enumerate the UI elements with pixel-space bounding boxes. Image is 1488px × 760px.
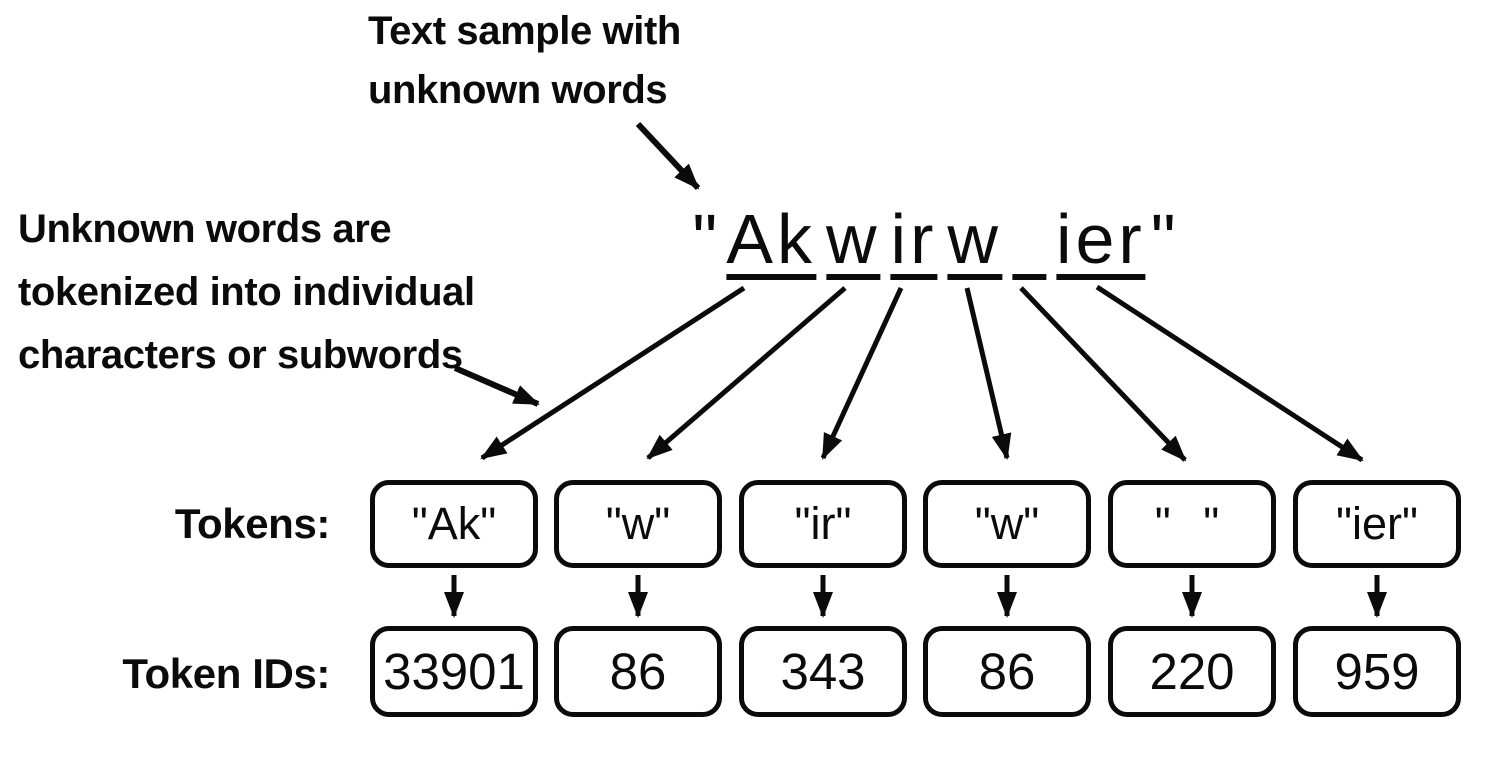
sample-segment-ak: Ak (726, 200, 816, 280)
token-id-box-4: 86 (923, 626, 1091, 717)
token-box-2: "w" (554, 480, 722, 568)
left-note: Unknown words are tokenized into individ… (18, 207, 475, 377)
tokens-row-label: Tokens: (174, 500, 331, 547)
sample-segment-w1: w (825, 200, 881, 280)
top-note: Text sample with unknown words (368, 9, 681, 112)
sample-segment-ier: ier (1055, 200, 1146, 280)
sample-segment-ir: ir (890, 200, 938, 280)
token-box-3: "ir" (739, 480, 907, 568)
token-id-box-6: 959 (1293, 626, 1461, 717)
token-id-box-3: 343 (739, 626, 907, 717)
close-quote: " (1150, 200, 1180, 278)
open-quote: " (692, 200, 722, 278)
token-id-box-5: 220 (1108, 626, 1276, 717)
fan-arrow-6 (1095, 284, 1364, 463)
top-note-arrow (635, 121, 701, 191)
token-box-5: " " (1108, 480, 1276, 568)
token-box-1: "Ak" (370, 480, 538, 568)
token-box-4: "w" (923, 480, 1091, 568)
fan-arrow-3 (820, 286, 904, 460)
fan-arrow-1 (480, 285, 746, 461)
token-id-box-2: 86 (554, 626, 722, 717)
sample-segment-w2: w (947, 200, 1002, 280)
sample-segment-space (1011, 204, 1046, 280)
fan-arrow-2 (646, 286, 847, 460)
token-ids-row-label: Token IDs: (122, 650, 330, 697)
token-id-box-1: 33901 (370, 626, 538, 717)
fan-arrow-4 (964, 287, 1012, 460)
fan-arrow-5 (1019, 286, 1187, 462)
token-box-6: "ier" (1293, 480, 1461, 568)
